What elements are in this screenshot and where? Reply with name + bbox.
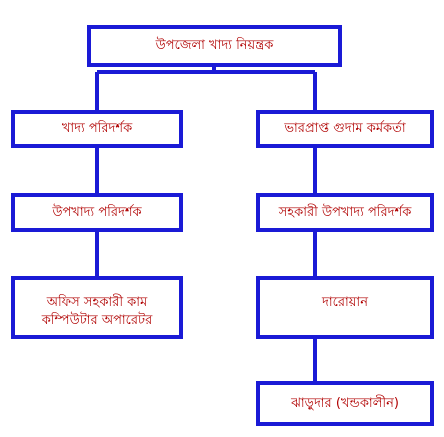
node-right-4: ঝাড়ুদার (খন্ডকালীন) — [256, 381, 434, 426]
node-left-1: খাদ্য পরিদর্শক — [11, 110, 183, 148]
node-right-2: সহকারী উপখাদ্য পরিদর্শক — [256, 193, 434, 232]
node-root: উপজেলা খাদ্য নিয়ন্ত্রক — [87, 25, 342, 67]
node-right-1: ভারপ্রাপ্ত গুদাম কর্মকর্তা — [256, 110, 434, 148]
node-right-3: দারোয়ান — [256, 276, 434, 339]
node-left-2: উপখাদ্য পরিদর্শক — [11, 193, 183, 232]
node-left-3: অফিস সহকারী কাম কম্পিউটার অপারেটর — [11, 276, 183, 339]
